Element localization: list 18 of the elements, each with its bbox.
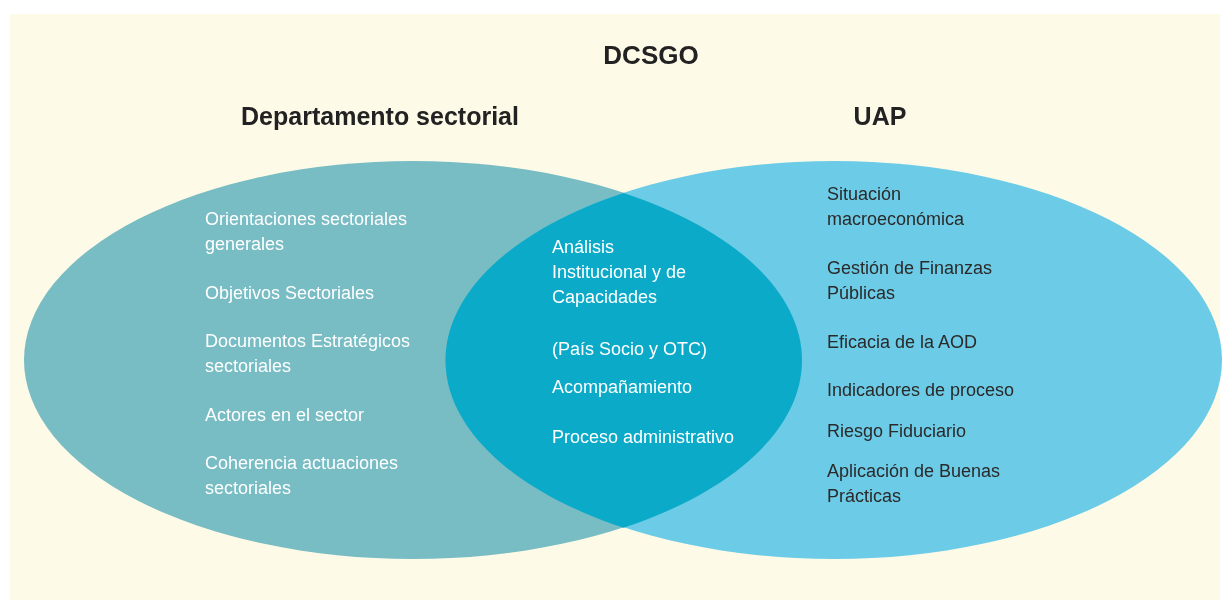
- item-text: Objetivos Sectoriales: [205, 282, 376, 305]
- item-text: Documentos Estratégicos sectoriales: [205, 330, 412, 378]
- title: DCSGO: [603, 40, 699, 71]
- item-text: Riesgo Fiduciario: [827, 420, 968, 443]
- item-text: Eficacia de la AOD: [827, 331, 979, 354]
- item-text: Indicadores de proceso: [827, 379, 1016, 402]
- group-heading: Departamento sectorial: [241, 102, 519, 131]
- group-heading: UAP: [853, 102, 907, 131]
- item-text: Acompañamiento: [552, 376, 694, 399]
- item-text: Proceso administrativo: [552, 426, 736, 449]
- item-text: Coherencia actuaciones sectoriales: [205, 452, 400, 500]
- item-text: Análisis Institucional y de Capacidades: [552, 236, 688, 309]
- item-text: Actores en el sector: [205, 404, 366, 427]
- item-text: Gestión de Finanzas Públicas: [827, 257, 994, 305]
- item-text: Orientaciones sectoriales generales: [205, 208, 409, 256]
- item-text: Situación macroeconómica: [827, 183, 966, 231]
- item-text: (País Socio y OTC): [552, 338, 709, 361]
- item-text: Aplicación de Buenas Prácticas: [827, 460, 1002, 508]
